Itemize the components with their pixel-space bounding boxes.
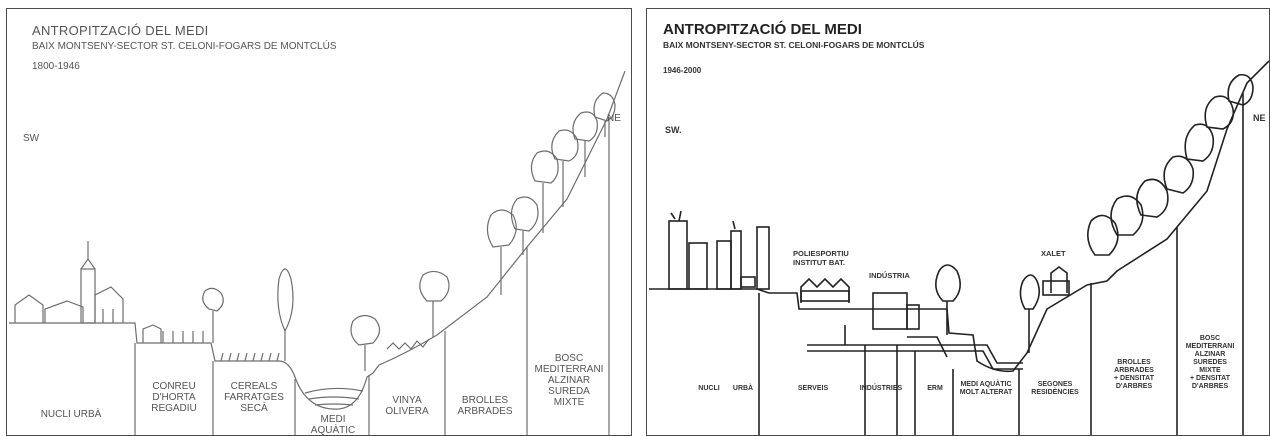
zone-label-medi-aquatic: MEDI AQUÀTIC MOLT ALTERAT bbox=[959, 381, 1013, 396]
riverbank-tree bbox=[350, 314, 381, 371]
terrain-profile bbox=[9, 70, 626, 410]
zone-label-brolles: BROLLES ARBRADES bbox=[457, 395, 513, 417]
zone-label-serveis: SERVEIS bbox=[797, 385, 829, 392]
cereal-row bbox=[220, 352, 280, 362]
direction-ne: NE bbox=[1253, 113, 1266, 123]
crop-row bbox=[162, 331, 204, 343]
diagram-subtitle: BAIX MONTSENY-SECTOR ST. CELONI-FOGARS D… bbox=[663, 40, 925, 50]
farm-shed bbox=[142, 324, 162, 343]
diagram-1800-1946: ANTROPITZACIÓ DEL MEDI BAIX MONTSENY-SEC… bbox=[6, 8, 632, 436]
zone-label-urba: URBÀ bbox=[732, 385, 754, 392]
riverside-tree bbox=[935, 264, 961, 335]
sports-hall bbox=[800, 277, 850, 303]
car bbox=[740, 276, 756, 288]
forest-tree bbox=[530, 150, 559, 233]
period-label: 1800-1946 bbox=[32, 61, 80, 72]
factory bbox=[872, 292, 908, 330]
zone-label-nucli: NUCLI bbox=[698, 385, 720, 392]
diagram-subtitle: BAIX MONTSENY-SECTOR ST. CELONI-FOGARS D… bbox=[32, 41, 337, 52]
brolles-tree bbox=[486, 209, 517, 295]
diagram-title: ANTROPITZACIÓ DEL MEDI bbox=[663, 21, 862, 38]
period-label: 1946-2000 bbox=[663, 66, 702, 75]
label-industria: INDÚSTRIA bbox=[869, 271, 910, 280]
zone-label-bosc: BOSC MEDITERRANI ALZINAR SUREDES MIXTE +… bbox=[1185, 335, 1235, 390]
poplar-tree bbox=[277, 268, 294, 361]
village-houses bbox=[14, 294, 84, 323]
diagram-title: ANTROPITZACIÓ DEL MEDI bbox=[32, 23, 209, 38]
zone-label-nucli-urba: NUCLI URBÀ bbox=[40, 409, 102, 420]
zone-label-erm: ERM bbox=[927, 385, 943, 392]
terrain-profile bbox=[649, 60, 1269, 373]
tower-block bbox=[668, 220, 688, 290]
diagram-1946-2000: ANTROPITZACIÓ DEL MEDI BAIX MONTSENY-SEC… bbox=[646, 8, 1270, 436]
orchard-tree bbox=[202, 287, 224, 343]
label-xalet: XALET bbox=[1041, 249, 1066, 258]
direction-ne: NE bbox=[607, 113, 621, 124]
dense-forest bbox=[1087, 214, 1119, 256]
vineyard-tree bbox=[419, 270, 450, 337]
zone-label-medi-aquatic: MEDI AQUÀTIC bbox=[310, 414, 356, 436]
zone-label-industries: INDÚSTRIES bbox=[859, 385, 903, 392]
profile-drawing-1946-2000 bbox=[649, 60, 1269, 435]
label-poliesportiu: POLIESPORTIU INSTITUT BAT. bbox=[793, 249, 849, 267]
zone-label-bosc: BOSC MEDITERRANI ALZINAR SUREDA MIXTE bbox=[534, 353, 604, 408]
holiday-house bbox=[1050, 266, 1068, 293]
zone-label-brolles: BROLLES ARBRADES + DENSITAT D'ARBRES bbox=[1114, 359, 1154, 390]
direction-sw: SW bbox=[23, 133, 40, 144]
profile-drawing-1800-1946 bbox=[9, 70, 626, 435]
zone-label-conreu: CONREU D'HORTA REGADIU bbox=[151, 381, 197, 414]
zone-label-vinya: VINYA OLIVERA bbox=[385, 395, 429, 417]
zone-label-segones-residencies: SEGONES RESIDÈNCIES bbox=[1031, 381, 1079, 396]
zone-label-cereals: CEREALS FARRATGES SECÀ bbox=[224, 381, 284, 414]
water-surface bbox=[304, 387, 364, 394]
direction-sw: SW. bbox=[665, 125, 682, 135]
